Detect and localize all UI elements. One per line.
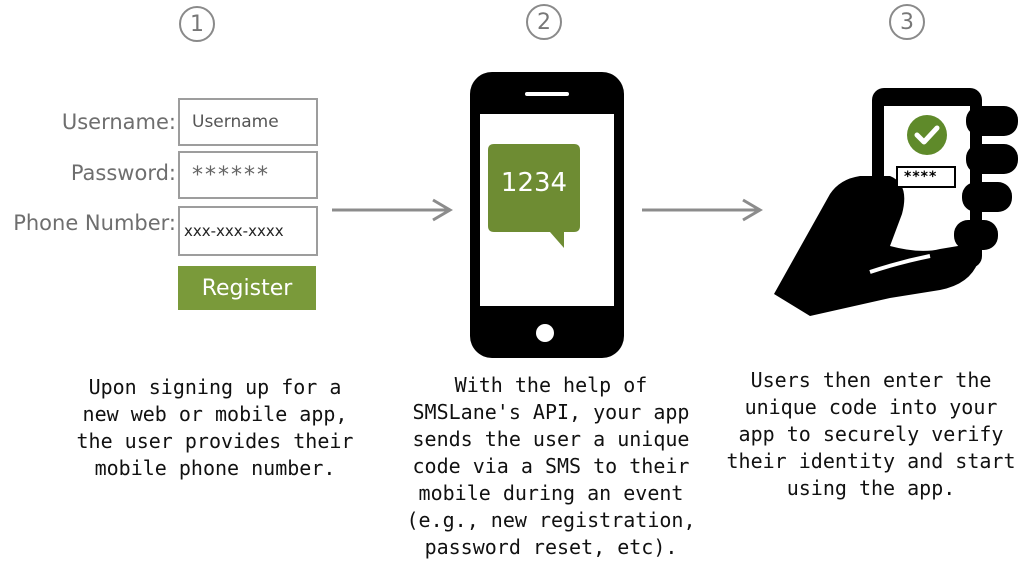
verify-code-field: **** <box>896 166 956 188</box>
username-placeholder: Username <box>192 112 279 132</box>
phone-number-field[interactable]: xxx-xxx-xxxx <box>178 206 318 256</box>
hand-holding-phone-icon <box>774 88 1018 316</box>
register-button[interactable]: Register <box>178 266 316 310</box>
step1-caption: Upon signing up for a new web or mobile … <box>70 374 360 482</box>
caption-line: the user provides their <box>76 429 354 453</box>
caption-line: Upon signing up for a <box>88 375 342 399</box>
step-number-1: 1 <box>179 6 215 42</box>
caption-line: mobile during an event <box>418 481 684 505</box>
arrow-right-icon <box>642 198 763 222</box>
step3-caption: Users then enter the unique code into yo… <box>726 367 1016 502</box>
password-label: Password: <box>70 161 176 185</box>
password-field[interactable]: ****** <box>178 151 318 199</box>
username-field[interactable]: Username <box>178 98 318 146</box>
caption-line: code via a SMS to their <box>412 454 690 478</box>
caption-line: using the app. <box>786 476 956 500</box>
phone-home-button <box>536 324 554 342</box>
caption-line: their identity and start <box>726 449 1016 473</box>
caption-line: Users then enter the <box>750 368 992 392</box>
caption-line: sends the user a unique <box>412 427 690 451</box>
caption-line: new web or mobile app, <box>82 402 348 426</box>
caption-line: password reset, etc). <box>424 535 678 559</box>
phone-speaker <box>525 92 569 96</box>
sms-bubble-icon <box>488 144 580 248</box>
phone-number-label: Phone Number: <box>13 211 176 235</box>
caption-line: app to securely verify <box>738 422 1004 446</box>
password-value: ****** <box>192 162 270 188</box>
arrow-right-icon <box>332 198 453 222</box>
phone-number-value: xxx-xxx-xxxx <box>184 222 284 240</box>
step-number-2: 2 <box>526 4 562 40</box>
step-number-3: 3 <box>889 4 925 40</box>
caption-line: With the help of <box>454 373 648 397</box>
check-circle-icon <box>907 115 947 155</box>
username-label: Username: <box>61 110 176 134</box>
caption-line: mobile phone number. <box>94 456 336 480</box>
caption-line: unique code into your <box>744 395 998 419</box>
step2-caption: With the help of SMSLane's API, your app… <box>398 372 704 561</box>
caption-line: (e.g., new registration, <box>406 508 696 532</box>
sms-code: 1234 <box>500 168 568 198</box>
caption-line: SMSLane's API, your app <box>412 400 690 424</box>
